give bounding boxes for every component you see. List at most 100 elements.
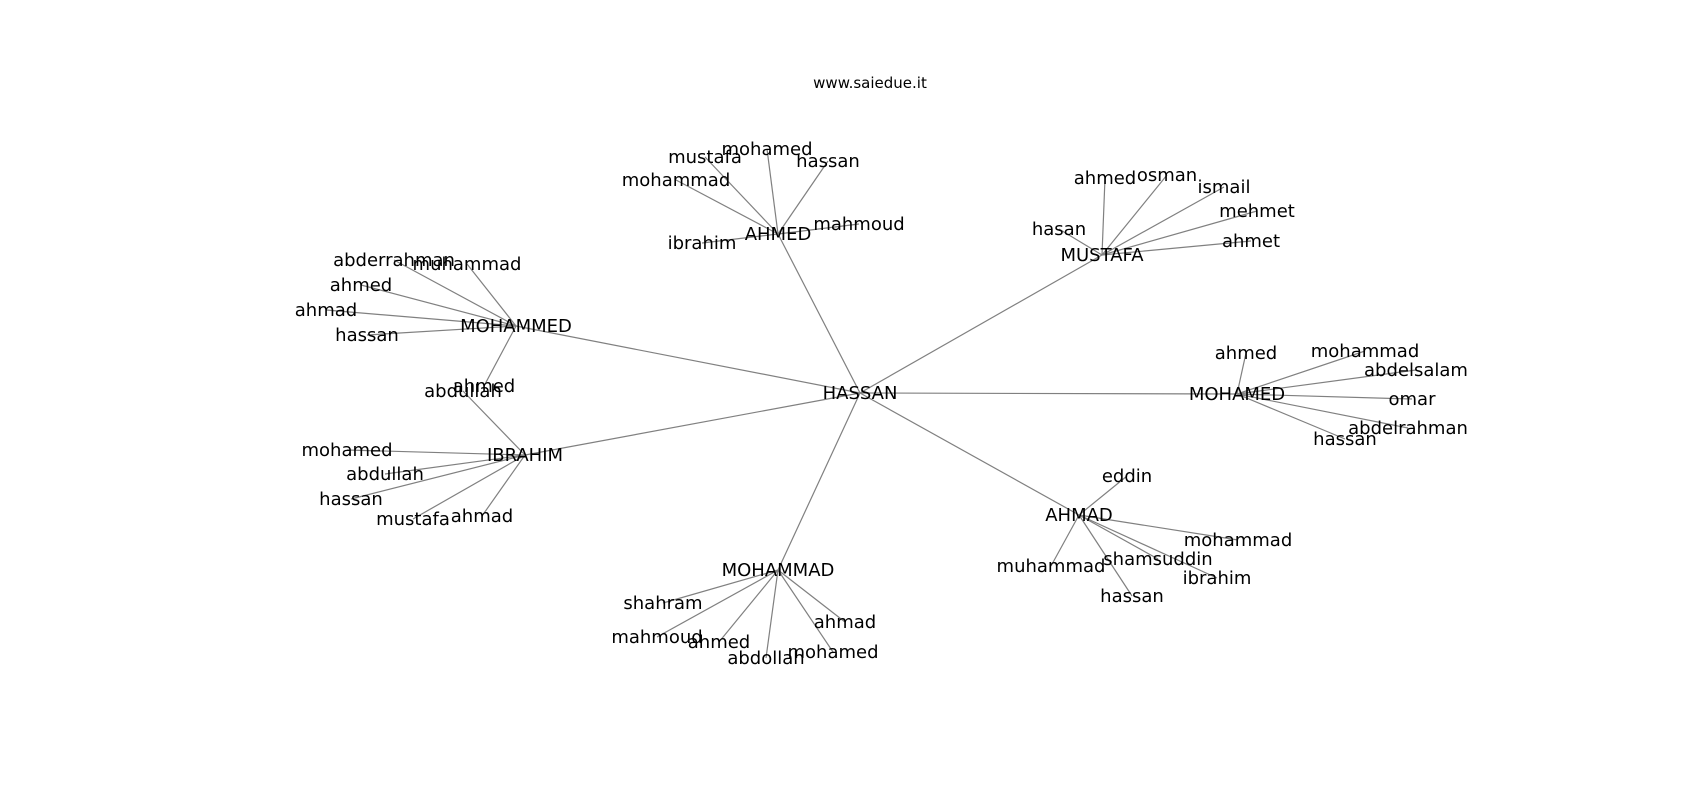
edge-hub-mohammed-leaf-1: [466, 263, 517, 327]
hub-ahmed-leaf-1-label: mustafa: [668, 147, 742, 168]
hub-ahmed-label: AHMED: [745, 224, 812, 245]
edge-hub-mohammed-leaf-3: [325, 309, 517, 327]
edge-hub-mohammed-leaf-4: [366, 325, 517, 336]
hub-mohammad-leaf-1-label: ahmad: [814, 612, 876, 633]
edge-hub-ahmad-leaf-3: [1078, 514, 1159, 560]
hub-mohamed-leaf-1-label: mohammad: [1311, 341, 1420, 362]
hub-mohamed-label: MOHAMED: [1189, 384, 1285, 405]
edge-hub-mohamed-leaf-4: [1236, 393, 1409, 429]
hub-mohammed-leaf-4-label: hassan: [335, 325, 399, 346]
hub-ahmad-leaf-0-label: eddin: [1102, 466, 1152, 487]
edge-hub-mohammad-leaf-2: [656, 569, 779, 638]
hub-ahmed-leaf-4-label: mahmoud: [813, 214, 904, 235]
hub-mohammad-leaf-4-label: mohamed: [787, 642, 878, 663]
hub-mohammad-leaf-0-label: shahram: [623, 593, 702, 614]
hub-mustafa-leaf-5-label: ahmet: [1222, 231, 1280, 252]
hub-mohammed-leaf-3-label: ahmad: [295, 300, 357, 321]
edge-hub-ahmad-leaf-1: [1078, 514, 1239, 541]
hub-mustafa-leaf-2-label: ismail: [1198, 177, 1251, 198]
hub-mohamed-leaf-5-label: hassan: [1313, 429, 1377, 450]
hub-ahmad-label: AHMAD: [1045, 505, 1113, 526]
edge-hub-mohammad-leaf-1: [777, 569, 846, 623]
hub-ibrahim-leaf-1-label: mohamed: [301, 440, 392, 461]
edge-hub-ahmad-leaf-4: [1078, 514, 1218, 579]
edge-root-hub-mohammad: [777, 392, 861, 571]
hub-ahmad-leaf-2-label: muhammad: [997, 556, 1106, 577]
edge-hub-ibrahim-leaf-3: [350, 454, 526, 500]
edge-hub-mohammad-leaf-3: [718, 569, 779, 643]
hub-ahmad-leaf-5-label: hassan: [1100, 586, 1164, 607]
hub-mohammad-label: MOHAMMAD: [722, 560, 835, 581]
edge-hub-mohammed-leaf-2: [360, 284, 517, 327]
hub-ahmad-leaf-4-label: ibrahim: [1183, 568, 1252, 589]
hub-ahmed-leaf-3-label: mohammad: [622, 170, 731, 191]
hub-ibrahim-label: IBRAHIM: [487, 445, 563, 466]
edge-hub-ibrahim-leaf-0: [462, 390, 526, 456]
hub-ahmad-leaf-1-label: mohammad: [1184, 530, 1293, 551]
edge-hub-ahmed-leaf-1: [704, 156, 779, 235]
edge-hub-ahmed-leaf-0: [766, 148, 779, 235]
edge-hub-ahmad-leaf-2: [1050, 514, 1080, 567]
edge-root-hub-mustafa: [859, 254, 1103, 394]
hub-ibrahim-leaf-4-label: mustafa: [376, 509, 450, 530]
hub-ahmed-leaf-2-label: hassan: [796, 151, 860, 172]
edge-hub-mustafa-leaf-0: [1101, 177, 1106, 256]
edge-hub-mustafa-leaf-3: [1101, 210, 1258, 256]
edge-hub-mohamed-leaf-3: [1236, 393, 1413, 400]
hub-mustafa-leaf-3-label: mehmet: [1219, 201, 1295, 222]
root-node-label: HASSAN: [823, 383, 898, 404]
edge-root-hub-ahmed: [777, 233, 861, 394]
edge-hub-mustafa-leaf-2: [1101, 186, 1225, 256]
hub-ibrahim-leaf-3-label: hassan: [319, 489, 383, 510]
hub-mohamed-leaf-4-label: abdelrahman: [1348, 418, 1468, 439]
edge-root-hub-ahmad: [859, 392, 1080, 516]
edge-hub-mohammed-leaf-0: [393, 259, 517, 327]
hub-ibrahim-leaf-0-label: abdullah: [424, 381, 502, 402]
hub-mustafa-label: MUSTAFA: [1060, 245, 1144, 266]
edge-hub-ibrahim-leaf-4: [412, 454, 526, 520]
hub-ibrahim-leaf-5-label: ahmad: [451, 506, 513, 527]
hub-ahmed-leaf-0-label: mohamed: [721, 139, 812, 160]
edge-hub-mohamed-leaf-0: [1236, 352, 1247, 395]
hub-mohammed-label: MOHAMMED: [460, 316, 572, 337]
hub-mustafa-leaf-4-label: hasan: [1032, 219, 1086, 240]
hub-ahmad-leaf-3-label: shamsuddin: [1103, 549, 1212, 570]
graph-title: www.saiedue.it: [813, 74, 927, 92]
hub-mohammed-leaf-1-label: muhammad: [413, 254, 522, 275]
edges-layer: [325, 148, 1417, 659]
hub-mohammad-leaf-2-label: mahmoud: [611, 627, 702, 648]
hub-mohammad-leaf-3-label: ahmed: [688, 632, 750, 653]
edge-hub-ahmed-leaf-3: [675, 179, 779, 235]
edge-root-hub-ibrahim: [524, 392, 861, 456]
hub-mohamed-leaf-2-label: abdelsalam: [1364, 360, 1468, 381]
edge-hub-ahmed-leaf-4: [777, 223, 860, 235]
hub-ahmed-leaf-5-label: ibrahim: [668, 233, 737, 254]
edge-hub-ibrahim-leaf-5: [481, 454, 526, 517]
edge-hub-ahmed-leaf-5: [701, 233, 779, 244]
edge-hub-mohamed-leaf-5: [1236, 393, 1346, 440]
edge-hub-ahmad-leaf-0: [1078, 475, 1128, 516]
edge-hub-mustafa-leaf-1: [1101, 174, 1168, 256]
edge-hub-mohamed-leaf-1: [1236, 350, 1366, 395]
edge-hub-ibrahim-leaf-2: [384, 454, 526, 475]
hub-mohammad-leaf-5-label: abdollah: [727, 648, 804, 669]
edge-hub-mustafa-leaf-5: [1101, 240, 1252, 256]
edge-hub-ahmad-leaf-5: [1078, 514, 1133, 597]
hub-mustafa-leaf-0-label: ahmed: [1074, 168, 1136, 189]
hub-mohammed-leaf-0-label: abderrahman: [333, 250, 455, 271]
hub-mohammed-leaf-5-label: ahmed: [453, 376, 515, 397]
edge-hub-mohamed-leaf-2: [1236, 369, 1417, 395]
edge-hub-mohammad-leaf-0: [662, 569, 779, 604]
hub-ibrahim-leaf-2-label: abdullah: [346, 464, 424, 485]
edge-hub-ibrahim-leaf-1: [346, 449, 526, 456]
hub-mohamed-leaf-3-label: omar: [1389, 389, 1437, 410]
edge-hub-mohammad-leaf-4: [777, 569, 834, 653]
edge-hub-mohammad-leaf-5: [765, 569, 779, 659]
hub-mohammed-leaf-2-label: ahmed: [330, 275, 392, 296]
edge-hub-mohammed-leaf-5: [483, 325, 517, 387]
hub-mohamed-leaf-0-label: ahmed: [1215, 343, 1277, 364]
edge-hub-ahmed-leaf-2: [777, 160, 829, 235]
hub-mustafa-leaf-1-label: osman: [1137, 165, 1197, 186]
